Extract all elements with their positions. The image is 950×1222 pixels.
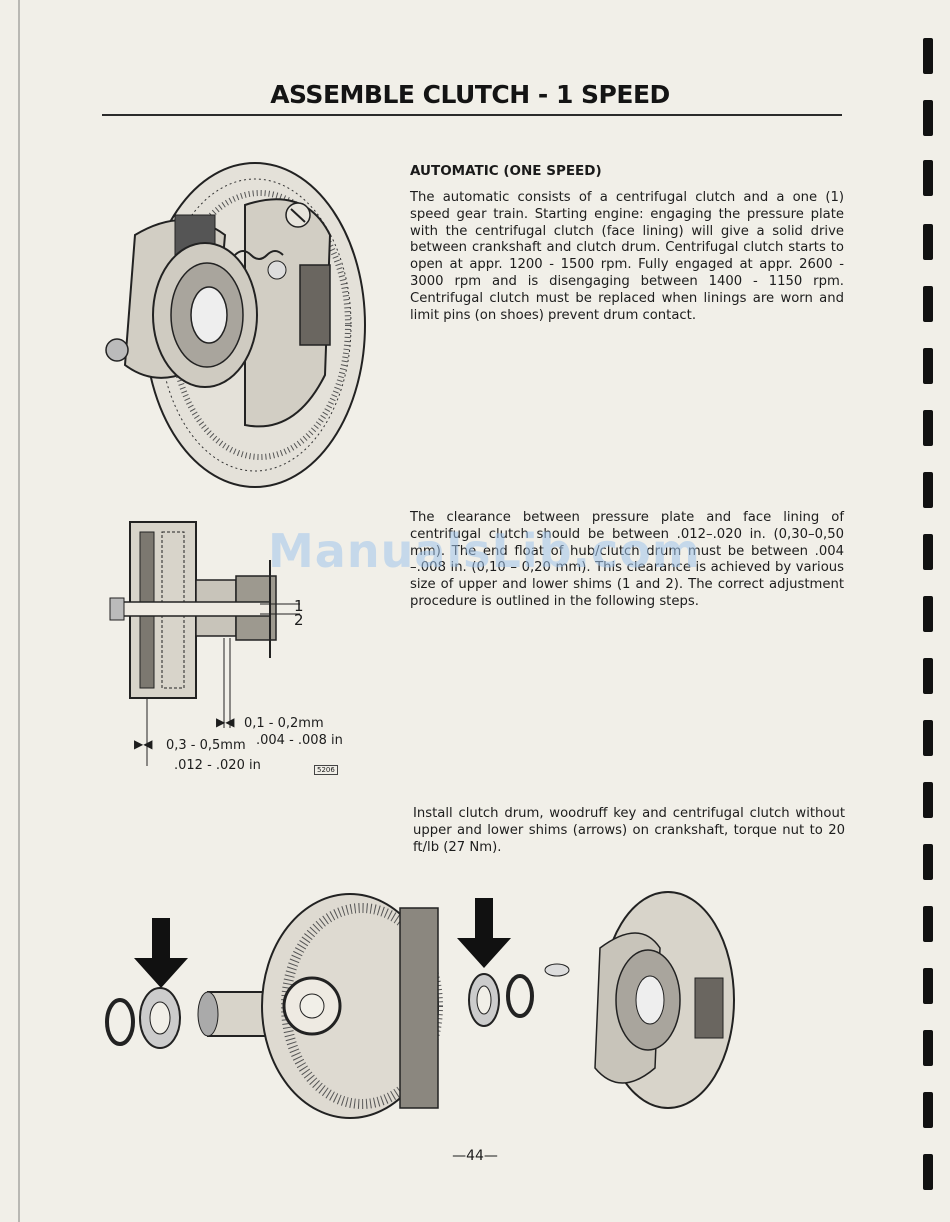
dim-small-mm: 0,1 - 0,2mm — [244, 716, 324, 731]
centrifugal-clutch-illustration — [105, 162, 366, 488]
page-title: ASSEMBLE CLUTCH - 1 SPEED — [270, 80, 670, 109]
binding-mark — [923, 844, 933, 880]
binding-mark — [923, 348, 933, 384]
binding-mark — [923, 534, 933, 570]
callout-2: 2 — [294, 611, 304, 629]
watermark: ManualsLib.com — [268, 524, 701, 578]
binding-mark — [923, 410, 933, 446]
binding-mark — [923, 224, 933, 260]
binding-mark — [923, 720, 933, 756]
binding-mark — [923, 1154, 933, 1190]
section-heading: AUTOMATIC (ONE SPEED) — [410, 163, 602, 179]
dim-marker-icon: ▶◀ — [216, 715, 235, 729]
page-edge-shadow — [18, 0, 20, 1222]
binding-mark — [923, 782, 933, 818]
dim-small-in: .004 - .008 in — [256, 733, 343, 748]
dim-large-mm: 0,3 - 0,5mm — [166, 738, 246, 753]
title-rule — [102, 114, 842, 116]
binding-mark — [923, 1030, 933, 1066]
binding-mark — [923, 160, 933, 196]
callout-1: 1 — [294, 597, 304, 615]
binding-mark — [923, 968, 933, 1004]
clutch-cross-section-diagram — [109, 521, 300, 766]
binding-mark — [923, 100, 933, 136]
binding-mark — [923, 38, 933, 74]
binding-mark — [923, 906, 933, 942]
paragraph-description: The automatic consists of a centrifugal … — [410, 190, 844, 323]
paragraph-clearance: The clearance between pressure plate and… — [410, 510, 844, 609]
dim-marker-icon: ▶◀ — [134, 737, 153, 751]
binding-mark — [923, 596, 933, 632]
binding-mark — [923, 1092, 933, 1128]
binding-mark — [923, 286, 933, 322]
binding-mark — [923, 472, 933, 508]
binding-mark — [923, 658, 933, 694]
clutch-exploded-assembly-illustration — [105, 891, 735, 1119]
dim-large-in: .012 - .020 in — [174, 758, 261, 773]
page-number: —44— — [452, 1148, 498, 1164]
figure-code: 5206 — [314, 765, 338, 775]
paragraph-install: Install clutch drum, woodruff key and ce… — [413, 806, 845, 855]
